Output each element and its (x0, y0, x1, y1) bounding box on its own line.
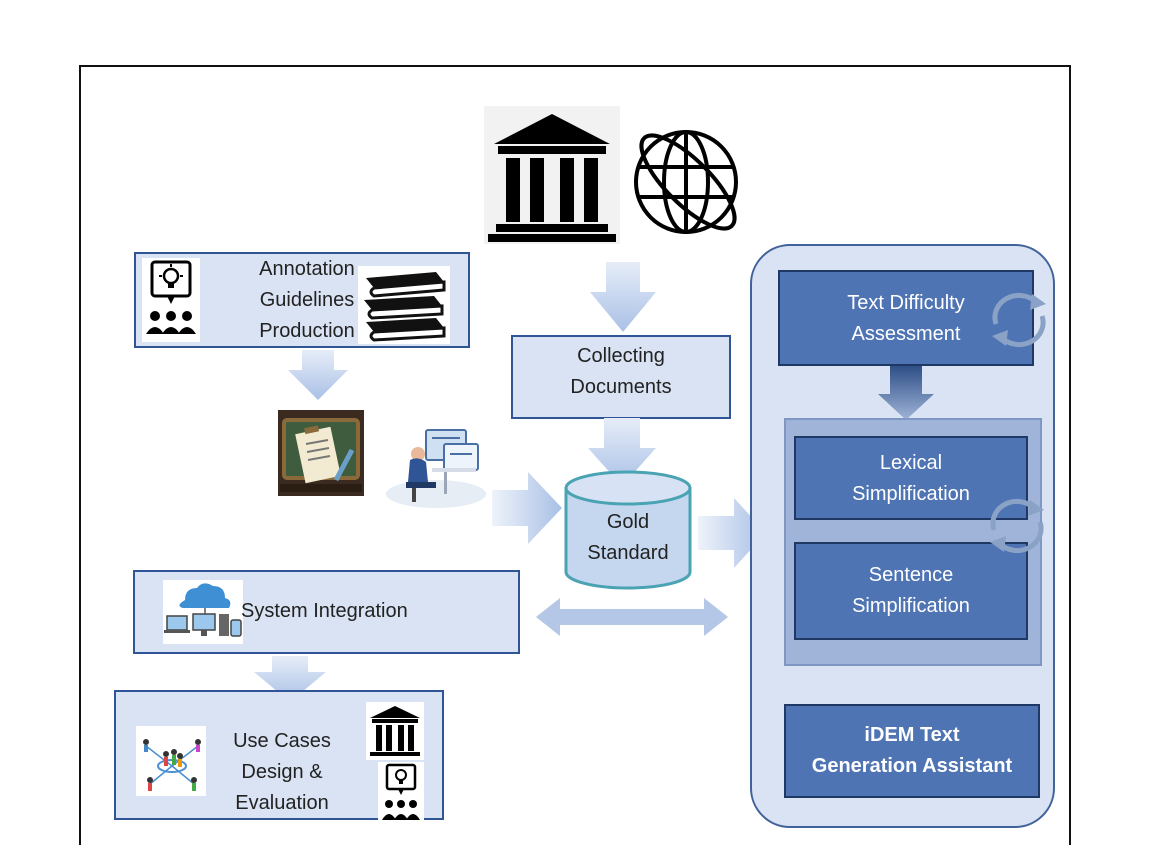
collecting-line2: Documents (570, 376, 672, 398)
small-institution-tile (366, 702, 424, 760)
cloud-network-tile (163, 580, 243, 644)
sentence-line2: Simplification (852, 595, 970, 617)
arrow-gold-to-panel (698, 498, 766, 568)
arrow-annotation-down (288, 350, 348, 400)
lexical-simplification-box: Lexical Simplification (794, 436, 1028, 520)
use-cases-box: Use Cases Design & Evaluation (114, 690, 444, 822)
lexical-line2: Simplification (852, 483, 970, 505)
sentence-simplification-box: Sentence Simplification (794, 542, 1028, 640)
institution-icon (488, 114, 616, 242)
usecases-line2: Design & (241, 761, 323, 783)
books-tile (358, 266, 450, 344)
double-arrow (536, 598, 728, 636)
annotation-line1: Annotation (259, 258, 355, 280)
system-integration-label: System Integration (241, 600, 408, 622)
arrow-collecting-to-gold (588, 418, 656, 486)
lightbulb-presenter-icon (382, 763, 420, 820)
collecting-line1: Collecting (577, 345, 665, 367)
collecting-documents-box: Collecting Documents (511, 335, 731, 419)
difficulty-line1: Text Difficulty (847, 292, 965, 314)
small-presenter-tile (378, 762, 424, 822)
arrow-system-to-usecases (254, 656, 326, 702)
cycle-arrows-icon (992, 292, 1046, 348)
usecases-line1: Use Cases (233, 730, 331, 752)
guidelines-board-tile (278, 410, 364, 496)
gold-line1: Gold (606, 511, 650, 533)
people-network-icon (143, 739, 201, 791)
globe-icon (634, 130, 738, 234)
lexical-line1: Lexical (879, 452, 943, 474)
assistant-line2: Generation Assistant (811, 755, 1013, 777)
arrow-difficulty-down (878, 366, 934, 420)
cycle-arrows-icon (990, 498, 1044, 554)
idem-assistant-box: iDEM Text Generation Assistant (784, 704, 1040, 798)
difficulty-line2: Assessment (851, 323, 961, 345)
gold-standard-cylinder (564, 470, 692, 590)
system-integration-box: System Integration (133, 570, 520, 654)
annotation-line3: Production (259, 320, 355, 342)
institution-icon (370, 706, 420, 756)
text-difficulty-box: Text Difficulty Assessment (778, 270, 1034, 366)
cloud-network-icon (164, 583, 242, 637)
annotator-desk-tile (382, 424, 490, 512)
gold-line2: Standard (587, 542, 669, 564)
annotator-desk-icon (386, 429, 486, 508)
arrow-icons-to-collecting (590, 262, 656, 332)
arrow-to-gold (492, 472, 562, 544)
lightbulb-presenter-icon (146, 260, 196, 334)
presenter-tile (142, 258, 200, 342)
institution-tile (484, 106, 620, 244)
assistant-line1: iDEM Text (864, 724, 960, 746)
diagram-frame (79, 65, 1071, 845)
annotation-line2: Guidelines (259, 289, 355, 311)
guidelines-board-icon (280, 418, 362, 492)
books-icon (364, 272, 446, 342)
annotation-guidelines-box: Annotation Guidelines Production (134, 252, 470, 348)
people-network-tile (136, 726, 206, 796)
usecases-line3: Evaluation (235, 792, 329, 814)
sentence-line1: Sentence (868, 564, 954, 586)
